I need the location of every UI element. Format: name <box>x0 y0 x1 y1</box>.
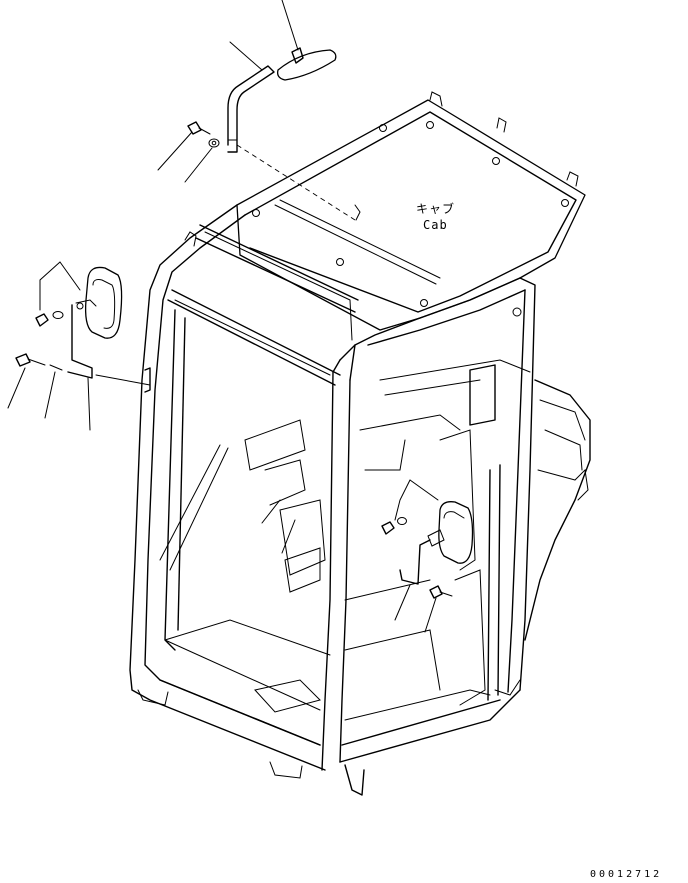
cab-frame <box>129 204 591 796</box>
drawing-number: 00012712 <box>590 869 663 880</box>
mirror-left-front <box>7 261 151 431</box>
cab-label-japanese: キャブ <box>416 202 456 216</box>
cab-label-english: Cab <box>423 218 448 232</box>
mirror-right-inner <box>261 479 474 633</box>
mirror-left-upper <box>157 0 361 221</box>
